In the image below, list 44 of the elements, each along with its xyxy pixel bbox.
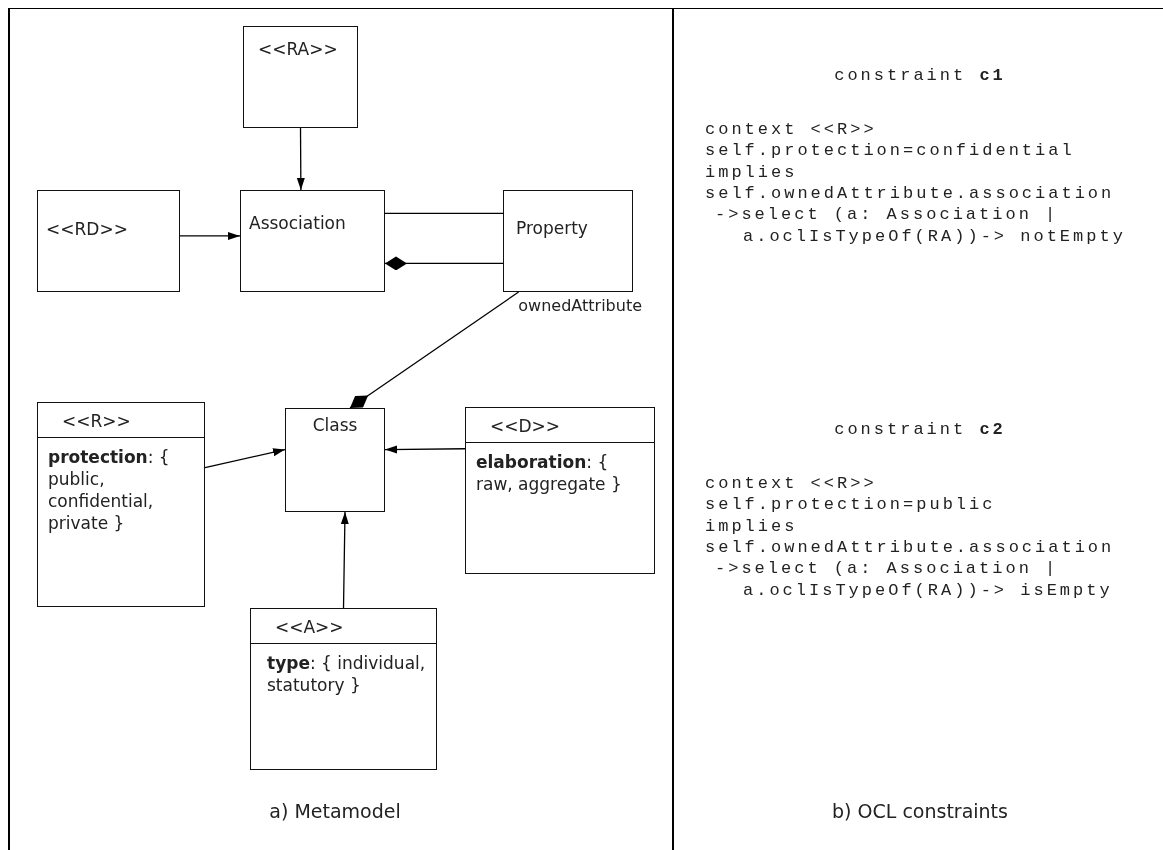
attribute-text: protection: { public, confidential, private } xyxy=(47,446,171,535)
uml-class-box xyxy=(37,190,180,292)
role-name: ownedAttribute xyxy=(518,296,642,315)
code-line: self.protection=confidential xyxy=(705,141,1075,161)
composition-line xyxy=(384,256,504,271)
code-line: implies xyxy=(705,162,798,182)
uml-class-box xyxy=(285,408,385,512)
code-line: a.oclIsTypeOf(RA))-> isEmpty xyxy=(743,580,1113,600)
stereotype-name: <<A>> xyxy=(251,609,436,644)
arrow xyxy=(204,448,286,469)
class-name: Association xyxy=(248,212,347,233)
code-line: self.ownedAttribute.association xyxy=(705,537,1115,557)
class-name: <<RA>> xyxy=(257,38,339,59)
uml-class-box xyxy=(503,190,633,292)
code-line: ->select (a: Association | xyxy=(715,205,1059,225)
code-line: self.protection=public xyxy=(705,495,996,515)
code-line: context <<R>> xyxy=(705,120,877,139)
code-line: self.ownedAttribute.association xyxy=(705,183,1115,203)
stereotype-name: <<D>> xyxy=(466,408,654,443)
association-line xyxy=(384,212,504,215)
uml-class-box xyxy=(250,608,437,770)
class-name: Property xyxy=(515,217,589,238)
uml-class-box xyxy=(240,190,385,292)
constraint-title: constraint c1 xyxy=(834,66,1006,85)
class-name: <<RD>> xyxy=(45,218,129,239)
code-line: implies xyxy=(705,516,798,536)
uml-class-box xyxy=(37,402,205,607)
code-line: a.oclIsTypeOf(RA))-> notEmpty xyxy=(743,226,1126,246)
uml-class-box xyxy=(465,407,655,574)
composition-line xyxy=(349,291,520,409)
constraint-title: constraint c2 xyxy=(834,420,1006,439)
arrow xyxy=(340,511,349,609)
arrow xyxy=(296,127,305,191)
class-name: Class xyxy=(311,414,359,435)
panel-caption: b) OCL constraints xyxy=(832,800,1008,822)
stereotype-name: <<R>> xyxy=(38,403,204,438)
arrow xyxy=(384,445,466,454)
attribute-text: type: { individual, statutory } xyxy=(266,652,427,697)
code-line: ->select (a: Association | xyxy=(715,559,1059,579)
attribute-text: elaboration: { raw, aggregate } xyxy=(475,451,623,496)
panel-caption: a) Metamodel xyxy=(269,800,401,822)
code-line: context <<R>> xyxy=(705,474,877,493)
uml-class-box xyxy=(243,26,358,128)
arrow xyxy=(179,231,241,240)
